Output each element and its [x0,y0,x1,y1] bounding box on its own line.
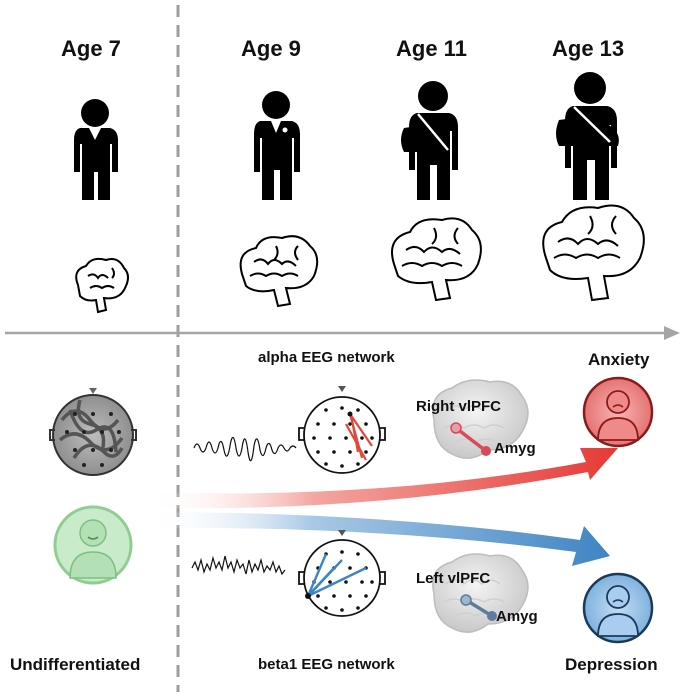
brain-3d-right-vlpfc [432,379,529,459]
undifferentiated-label: Undifferentiated [10,655,141,674]
anxiety-trajectory-arrow [150,448,618,509]
brain-icon-age9 [239,235,319,308]
brain-3d-left-vlpfc [432,553,529,633]
beta1-network-label: beta1 EEG network [258,656,395,673]
child-figure-age9 [254,91,300,200]
age-label-7: Age 7 [61,36,121,61]
brain-icon-age7 [75,257,129,314]
depression-person-icon [582,572,654,644]
age-label-13: Age 13 [552,36,625,61]
depression-trajectory-arrow [150,512,610,566]
amyg-label-top: Amyg [494,440,536,457]
eeg-head-beta1 [298,530,386,617]
brain-icon-age13 [542,204,645,302]
alpha-network-label: alpha EEG network [258,349,395,366]
alpha-waveform [193,436,297,462]
age-label-11: Age 11 [396,36,467,61]
child-figure-age11 [401,81,458,200]
right-vlpfc-label: Right vlPFC [416,398,501,415]
left-vlpfc-label: Left vlPFC [416,570,491,587]
brain-icon-age11 [391,217,482,302]
amyg-label-bottom: Amyg [496,608,538,625]
anxiety-label: Anxiety [588,350,650,369]
child-figure-age13 [556,72,619,200]
eeg-head-alpha [298,386,386,474]
age-label-9: Age 9 [241,36,301,61]
child-figure-age7 [74,99,118,200]
neutral-person-icon [53,505,133,585]
beta1-waveform [191,555,286,576]
anxiety-person-icon [582,376,654,448]
eeg-head-undifferentiated [49,388,137,476]
depression-label: Depression [565,655,658,674]
timeline-arrow [5,326,680,340]
